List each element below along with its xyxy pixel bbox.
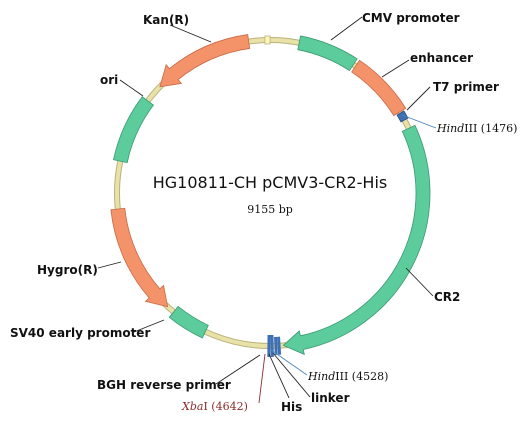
label-hygro: Hygro(R) [37, 263, 98, 277]
leader-t7 [406, 86, 431, 111]
site-hind1476: HindIII (1476) [436, 122, 517, 135]
site-xba4642-rest: I [203, 400, 207, 413]
site-xba4642: XbaI (4642) [181, 400, 248, 413]
segment-linker [274, 336, 278, 355]
segment-hygro [110, 207, 169, 308]
backbone-marker [264, 35, 271, 45]
plasmid-title: HG10811-CH pCMV3-CR2-His [153, 173, 387, 192]
segment-cr2 [282, 124, 431, 356]
leader-hind4528 [270, 349, 308, 376]
leader-linker [272, 352, 311, 398]
site-hind4528-pos: (4528) [352, 370, 389, 383]
site-xba4642-italic: Xba [181, 400, 203, 413]
leader-kan [169, 24, 212, 43]
segment-t7-primer [396, 110, 409, 123]
label-ori: ori [100, 73, 118, 87]
site-hind1476-pos: (1476) [481, 122, 518, 135]
label-bgh: BGH reverse primer [97, 378, 231, 392]
label-t7: T7 primer [433, 80, 499, 94]
site-hind4528: HindIII (4528) [307, 370, 388, 383]
plasmid-size: 9155 bp [247, 203, 293, 216]
leader-hind1476 [401, 114, 437, 129]
label-linker: linker [311, 391, 350, 405]
segment-ori [113, 96, 154, 164]
segment-enhancer [351, 59, 407, 117]
leader-his [268, 353, 290, 399]
leader-cmv [330, 16, 363, 41]
segment-sv40 [168, 305, 209, 339]
leader-sv40 [133, 319, 165, 333]
site-hind1476-italic: Hind [436, 122, 464, 135]
site-xba4642-pos: (4642) [211, 400, 248, 413]
label-cmv: CMV promoter [362, 11, 460, 25]
label-cr2: CR2 [434, 290, 460, 304]
segment-his [277, 336, 282, 355]
site-hind1476-rest: III [464, 122, 477, 135]
leader-bgh [215, 354, 261, 385]
label-his: His [281, 400, 302, 414]
site-hind4528-rest: III [335, 370, 348, 383]
leader-hygro [97, 261, 122, 269]
label-kan: Kan(R) [143, 13, 189, 27]
leader-cr2 [405, 267, 434, 297]
segment-cmv [297, 35, 358, 72]
segment-kan [159, 34, 251, 88]
leader-ori [119, 79, 144, 97]
leader-xba [258, 353, 266, 404]
site-hind4528-italic: Hind [307, 370, 335, 383]
label-enhancer: enhancer [410, 51, 473, 65]
label-sv40: SV40 early promoter [10, 326, 150, 340]
leader-enhancer [381, 59, 410, 78]
